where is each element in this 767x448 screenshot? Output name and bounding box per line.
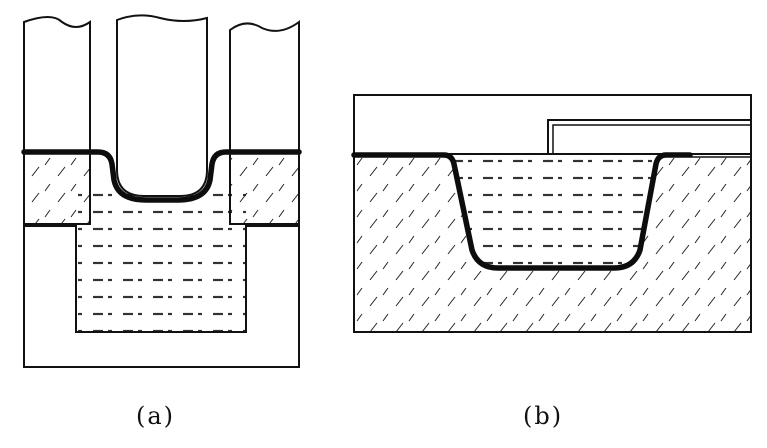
- left-upper-sleeve: [23, 16, 91, 151]
- panel-a: [21, 14, 302, 368]
- caption-a: (a): [136, 402, 176, 430]
- formed-sheet-b: [351, 152, 693, 271]
- formed-sheet: [21, 149, 302, 203]
- caption-b: (b): [523, 402, 564, 430]
- cavity-outline: [75, 226, 247, 333]
- right-upper-sleeve: [229, 20, 300, 151]
- right-hatched-block: [229, 150, 300, 225]
- clamp-step: [547, 119, 751, 154]
- clamp-inner: [552, 124, 751, 154]
- panel-b: [351, 94, 752, 333]
- punch: [116, 14, 208, 197]
- left-hatched-block: [23, 150, 91, 225]
- melt-pool: [76, 192, 246, 332]
- melt-pool-b-dashes: [452, 155, 660, 267]
